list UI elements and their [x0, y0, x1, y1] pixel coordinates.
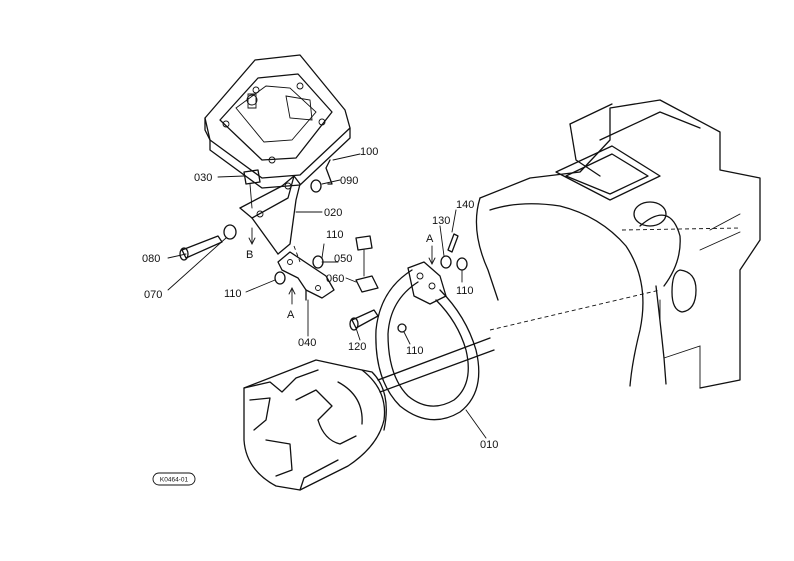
- marker-a-left: A: [287, 309, 295, 321]
- reference-tag: K0464-01: [152, 472, 196, 486]
- part-labels: 030 100 090 020 080 070 110 050 060 110 …: [142, 146, 498, 451]
- label-110-left: 110: [224, 288, 242, 300]
- marker-b: B: [246, 249, 253, 261]
- label-050: 050: [334, 253, 352, 265]
- label-120: 120: [348, 341, 366, 353]
- label-140: 140: [456, 199, 474, 211]
- shaft: [377, 337, 495, 393]
- bracket-020: [239, 175, 301, 255]
- label-030: 030: [194, 172, 212, 184]
- label-020: 020: [324, 207, 342, 219]
- label-110-upper: 110: [326, 229, 344, 241]
- marker-a-right: A: [426, 233, 434, 245]
- label-100: 100: [360, 146, 378, 158]
- reference-code: K0464-01: [160, 477, 189, 484]
- coupling: [243, 359, 387, 491]
- label-070: 070: [144, 289, 162, 301]
- label-080: 080: [142, 253, 160, 265]
- flange-plate: [204, 54, 351, 189]
- label-060: 060: [326, 273, 344, 285]
- band-clamp: [375, 261, 480, 421]
- transmission-housing: [475, 99, 761, 389]
- label-010: 010: [480, 439, 498, 451]
- label-040: 040: [298, 337, 316, 349]
- hardware: [179, 159, 468, 331]
- label-110-right: 110: [456, 285, 474, 297]
- label-110-band: 110: [406, 345, 424, 357]
- label-090: 090: [340, 175, 358, 187]
- markers: B A A: [246, 233, 434, 321]
- bracket-040: [277, 245, 335, 301]
- label-130: 130: [432, 215, 450, 227]
- leader-lines: [167, 153, 487, 439]
